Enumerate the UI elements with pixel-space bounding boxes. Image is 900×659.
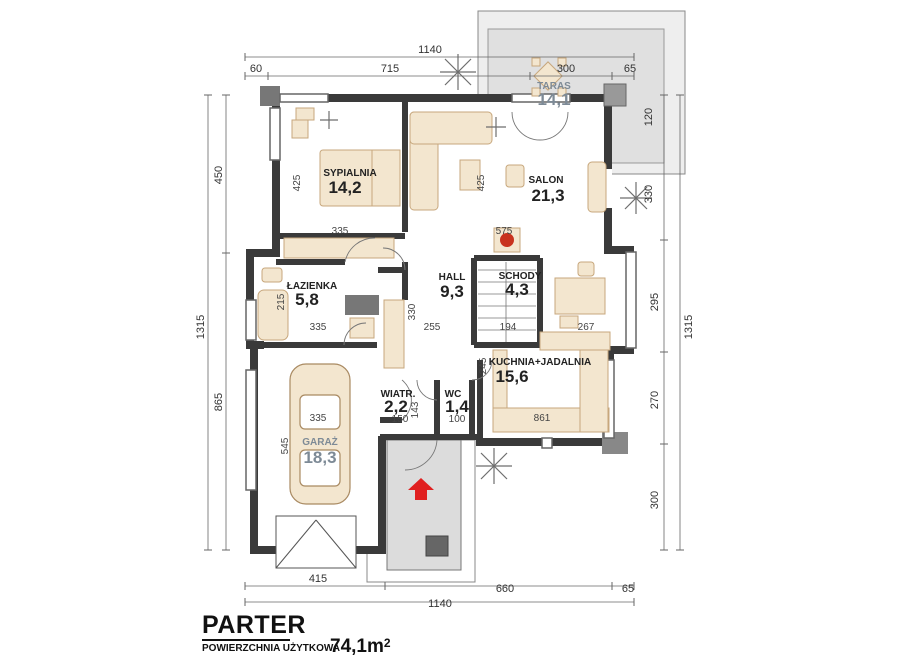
furniture: [257, 107, 611, 433]
dim-top-65: 65: [624, 63, 636, 75]
plant-icon: [486, 117, 506, 137]
room-area-hall: 9,3: [440, 282, 464, 301]
entrance-step: [425, 535, 449, 557]
room-area-wc: 1,4: [445, 397, 469, 416]
door-swings: [343, 111, 569, 471]
dim-right-330: 330: [643, 185, 655, 203]
plant-icons: [320, 54, 652, 484]
dim-right-total: 1315: [683, 315, 695, 339]
room-dim-hall-width-2: 255: [424, 322, 441, 333]
plan-footer: PARTER POWIERZCHNIA UŻYTKOWA 74,1m2: [202, 611, 391, 657]
room-name-wiatr: WIATR.: [381, 389, 416, 400]
usable-area-unit: 2: [383, 636, 391, 650]
room-dim-hall-height: 330: [407, 303, 418, 320]
room-dim-schody-width: 194: [500, 322, 517, 333]
room-area-garaz: 18,3: [303, 448, 336, 467]
plant-icon: [320, 111, 338, 129]
room-dim-lazienka-height: 215: [276, 293, 287, 310]
room-dim-sypialnia-height: 425: [292, 174, 303, 191]
usable-area-label: POWIERZCHNIA UŻYTKOWA: [202, 643, 340, 654]
windows: [245, 93, 637, 491]
floor-title: PARTER: [202, 611, 306, 639]
room-name-sypialnia: SYPIALNIA: [323, 168, 376, 179]
garage-door: [275, 515, 357, 569]
dim-right-300: 300: [649, 491, 661, 509]
dim-right-120: 120: [643, 108, 655, 126]
dim-right-295: 295: [649, 293, 661, 311]
room-area-taras: 14,1: [537, 90, 570, 109]
room-area-wiatr: 2,2: [384, 397, 408, 416]
plant-icon: [620, 182, 652, 214]
room-area-sypialnia: 14,2: [328, 178, 361, 197]
floor-title-underline: [202, 639, 290, 641]
room-dim-wiatr-height: 143: [410, 401, 421, 418]
room-name-salon: SALON: [529, 175, 564, 186]
room-dim-garaz-width: 335: [310, 413, 327, 424]
room-dim-jadalnia-width: 267: [578, 322, 595, 333]
room-dim-kuchnia-width: 861: [534, 413, 551, 424]
entrance-landing: [386, 439, 462, 571]
dim-left-865: 865: [213, 393, 225, 411]
dim-left-450: 450: [213, 166, 225, 184]
staircase: [478, 262, 536, 342]
room-name-wc: WC: [445, 389, 462, 400]
room-area-schody: 4,3: [505, 280, 529, 299]
dim-top-60: 60: [250, 63, 262, 75]
room-dim-hall-width: 575: [496, 226, 513, 237]
dim-left-total: 1315: [195, 315, 207, 339]
room-area-kuchnia: 15,6: [495, 367, 528, 386]
dim-right-270: 270: [649, 391, 661, 409]
room-dim-wiatr-width: 150: [392, 414, 409, 425]
dim-bottom-65: 65: [622, 583, 634, 595]
car-drawing: [289, 363, 351, 505]
room-name-kuchnia: KUCHNIA+JADALNIA: [489, 357, 592, 368]
room-dim-lazienka-width: 335: [310, 322, 327, 333]
dim-bottom-total: 1140: [428, 598, 452, 610]
fireplace: [493, 227, 521, 253]
room-name-lazienka: ŁAZIENKA: [287, 281, 338, 292]
room-name-schody: SCHODY: [499, 271, 542, 282]
room-dim-garaz-height: 545: [280, 437, 291, 454]
dim-top-715: 715: [381, 63, 399, 75]
usable-area-number: 74,1m: [330, 636, 384, 657]
room-name-garaz: GARAŻ: [302, 435, 338, 448]
dim-bottom-660: 660: [496, 583, 514, 595]
plant-icon: [476, 448, 512, 484]
room-dim-salon-height: 425: [476, 174, 487, 191]
dimension-ticks: [204, 53, 684, 606]
room-dim-sypialnia-width: 335: [332, 226, 349, 237]
room-dim-wc-width: 100: [449, 414, 466, 425]
room-name-taras: TARAS: [537, 81, 571, 92]
room-dim-kuchnia-height: 245: [478, 357, 489, 374]
room-area-salon: 21,3: [531, 186, 564, 205]
terrace-fixture: [603, 83, 627, 107]
plant-icon: [440, 54, 476, 90]
dimension-lines: [207, 56, 681, 603]
dim-top-300: 300: [557, 63, 575, 75]
room-name-hall: HALL: [439, 272, 466, 283]
dim-bottom-415: 415: [309, 573, 327, 585]
entry-arrow-icon: [408, 478, 434, 500]
dim-top-total: 1140: [418, 44, 442, 56]
room-area-lazienka: 5,8: [295, 290, 319, 309]
usable-area-value: 74,1m2: [330, 636, 391, 658]
